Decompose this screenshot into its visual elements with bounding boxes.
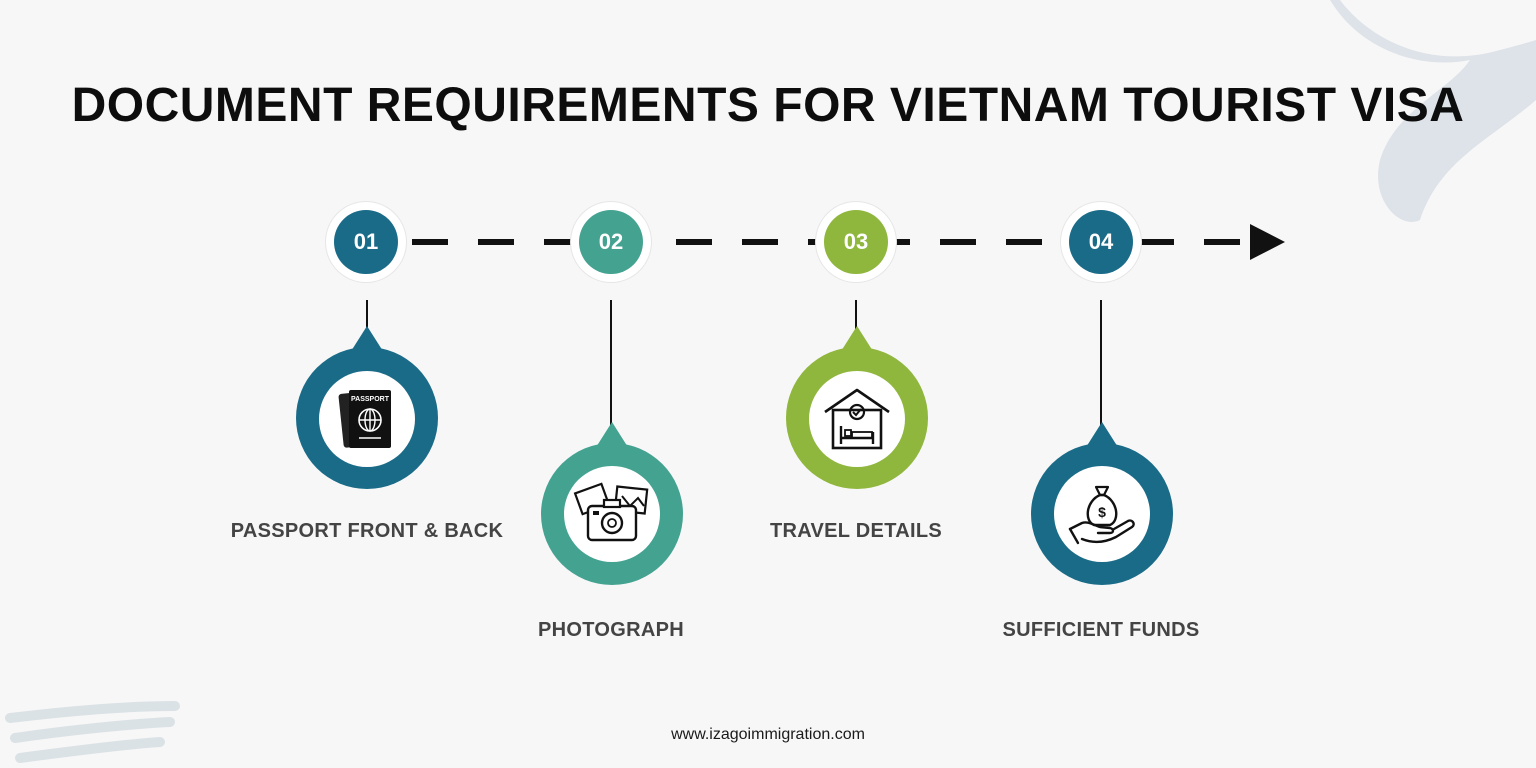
bottom-left-brush-strokes (5, 701, 180, 763)
step-01-badge: 01 (334, 210, 398, 274)
step-03-label: TRAVEL DETAILS (770, 520, 942, 542)
step-02-label: PHOTOGRAPH (538, 619, 684, 641)
step-03-icon-circle (809, 371, 905, 467)
step-04-label: SUFFICIENT FUNDS (1002, 619, 1200, 641)
step-01-icon-circle: PASSPORT (319, 371, 415, 467)
step-04-connector (1100, 300, 1102, 425)
page-title: DOCUMENT REQUIREMENTS FOR VIETNAM TOURIS… (71, 79, 1465, 132)
step-02-connector (610, 300, 612, 425)
website-url: www.izagoimmigration.com (671, 726, 865, 743)
step-01-number: 01 (353, 229, 379, 254)
timeline-arrowhead (1250, 224, 1285, 260)
camera-photo-icon (573, 482, 649, 542)
top-right-brush-shape (1330, 0, 1536, 222)
step-03-number: 03 (843, 229, 869, 254)
step-04-icon-circle: $ (1054, 466, 1150, 562)
svg-text:$: $ (1098, 504, 1106, 520)
step-03-badge: 03 (824, 210, 888, 274)
step-02-badge: 02 (579, 210, 643, 274)
step-04-badge: 04 (1069, 210, 1133, 274)
step-01-connector (366, 300, 368, 330)
money-bag-hand-icon: $ (1068, 485, 1135, 545)
passport-icon-text: PASSPORT (351, 396, 390, 403)
step-03-connector (855, 300, 857, 330)
hotel-bed-icon (824, 388, 890, 450)
passport-icon: PASSPORT (338, 390, 391, 448)
step-02-number: 02 (598, 229, 624, 254)
step-04-number: 04 (1088, 229, 1114, 254)
step-02-icon-circle (564, 466, 660, 562)
step-01-label: PASSPORT FRONT & BACK (230, 520, 504, 542)
